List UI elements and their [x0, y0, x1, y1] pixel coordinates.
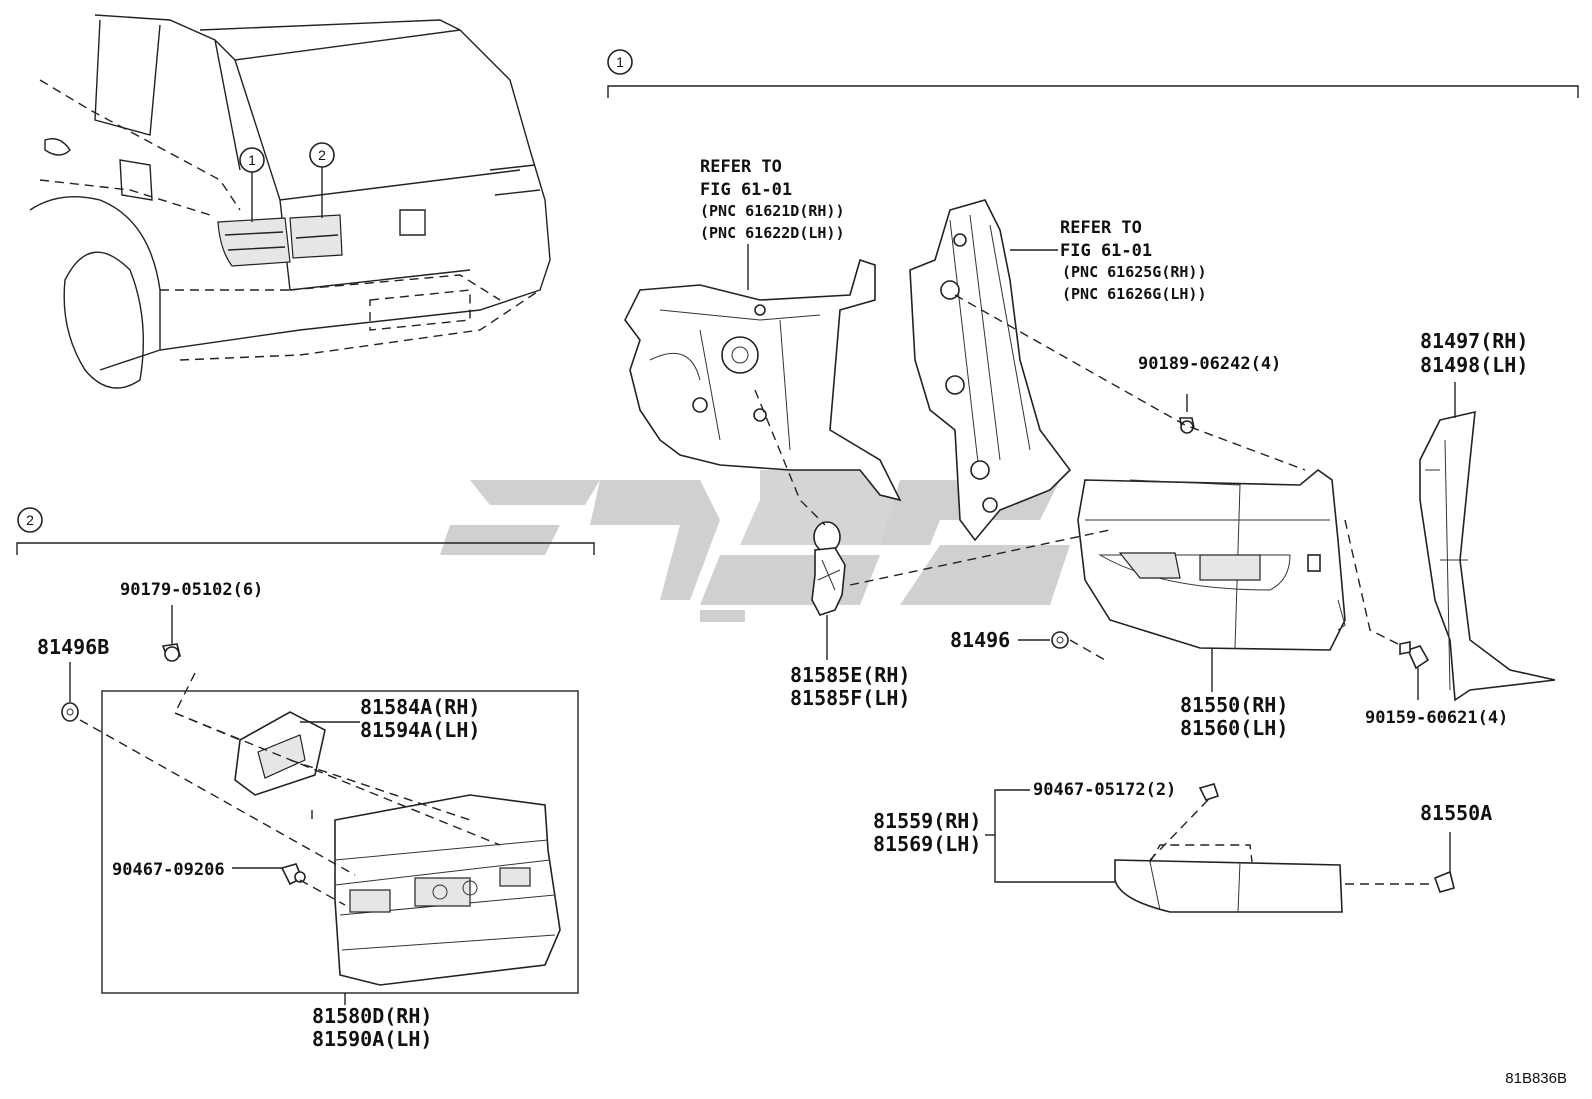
label-81585e: 81585E(RH)	[790, 663, 910, 687]
upper-bracket	[624, 258, 902, 502]
group-2-number: 2	[26, 512, 34, 528]
label-81498: 81498(LH)	[1420, 353, 1528, 377]
refer-upper-line1: REFER TO	[700, 157, 782, 177]
label-81496: 81496	[950, 628, 1010, 652]
label-81584a: 81584A(RH)	[360, 695, 480, 719]
nut-81496	[1018, 631, 1069, 649]
bulb-socket	[811, 521, 846, 660]
label-90179: 90179-05102(6)	[120, 580, 263, 600]
refer-note-upper: REFER TO FIG 61-01 (PNC 61621D(RH)) (PNC…	[700, 157, 845, 290]
dashed-leaders-group1	[754, 294, 1411, 661]
group-1-number: 1	[616, 54, 624, 70]
label-81497: 81497(RH)	[1420, 329, 1528, 353]
clip-81550a	[1433, 832, 1455, 893]
label-81594a: 81594A(LH)	[360, 718, 480, 742]
label-81590a: 81590A(LH)	[312, 1027, 432, 1051]
label-81550: 81550(RH)	[1180, 693, 1288, 717]
label-90189: 90189-06242(4)	[1138, 354, 1281, 374]
screw-90179	[161, 605, 181, 662]
clip-90467-05172	[1149, 783, 1220, 861]
label-90159: 90159-60621(4)	[1365, 708, 1508, 728]
dashed-leaders-group2	[79, 672, 501, 906]
vehicle-rear-view: 1 2	[29, 14, 551, 389]
refer-upper-line3: (PNC 61621D(RH))	[700, 202, 845, 220]
inner-tail-lamp	[334, 794, 561, 986]
inner-lamp-frame	[101, 690, 579, 994]
refer-right-line2: FIG 61-01	[1060, 241, 1152, 261]
figure-id: 81B836B	[1505, 1070, 1567, 1087]
car-callout-2: 2	[318, 147, 326, 163]
label-81569: 81569(LH)	[873, 832, 981, 856]
label-81580d: 81580D(RH)	[312, 1004, 432, 1028]
label-81550a: 81550A	[1420, 801, 1492, 825]
clip-90159	[1399, 641, 1430, 700]
group-1-header: 1	[607, 49, 1579, 98]
pillar-bracket	[909, 199, 1072, 542]
refer-upper-line4: (PNC 61622D(LH))	[700, 224, 845, 242]
refer-right-line4: (PNC 61626G(LH))	[1062, 285, 1207, 303]
nut-81496b	[61, 662, 79, 722]
label-81560: 81560(LH)	[1180, 716, 1288, 740]
label-81559: 81559(RH)	[873, 809, 981, 833]
screw-90467-09206	[232, 863, 306, 886]
car-callout-1: 1	[248, 152, 256, 168]
refer-right-line1: REFER TO	[1060, 218, 1142, 238]
label-90467-05172: 90467-05172(2)	[1033, 780, 1176, 800]
screw-90189	[1179, 394, 1195, 434]
refer-note-right: REFER TO FIG 61-01 (PNC 61625G(RH)) (PNC…	[1010, 218, 1207, 303]
label-81585f: 81585F(LH)	[790, 686, 910, 710]
car-tail-lamp-outer	[217, 217, 291, 267]
lamp-gasket	[234, 711, 360, 796]
label-81496b: 81496B	[37, 635, 109, 659]
rear-combination-lamp	[1077, 468, 1346, 692]
group-2-header: 2	[16, 507, 595, 555]
refer-upper-line2: FIG 61-01	[700, 180, 792, 200]
refer-right-line3: (PNC 61625G(RH))	[1062, 263, 1207, 281]
rear-reflector	[1114, 844, 1430, 913]
pillar-garnish	[1419, 382, 1556, 702]
label-90467-09206: 90467-09206	[112, 860, 225, 880]
